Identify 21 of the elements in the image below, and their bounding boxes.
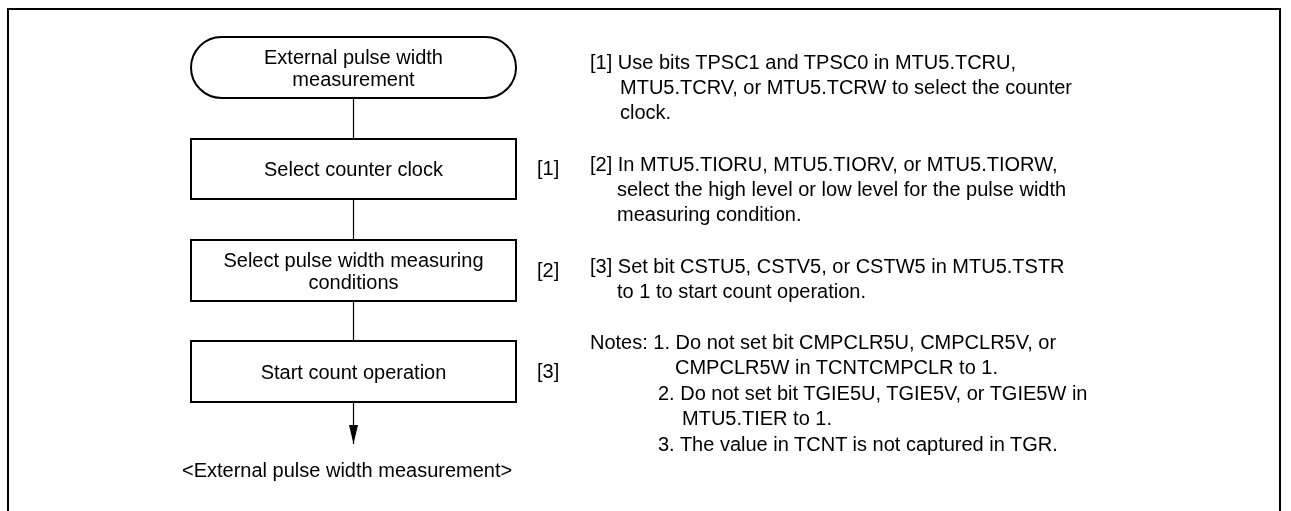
- note-text: 2. Do not set bit TGIE5U, TGIE5V, or TGIE5W in MTU5.TIER to 1.: [658, 381, 1089, 431]
- node-text: Select pulse width measuring conditions: [222, 248, 485, 293]
- step-number: [3]: [537, 359, 560, 383]
- figure-caption: <External pulse width measurement>: [182, 459, 513, 482]
- connector-line: [352, 301, 355, 341]
- process-box: [190, 138, 517, 200]
- node-text: Start count operation: [260, 360, 447, 383]
- node-text: External pulse width measurement: [263, 45, 444, 90]
- step-number: [1]: [537, 157, 560, 180]
- note-text: Notes: 1. Do not set bit CMPCLR5U, CMPCLR5V, or CMPCLR5W in TCNTCMPCLR to 1.: [590, 330, 1058, 380]
- process-box: [190, 239, 517, 302]
- arrow: [349, 402, 358, 445]
- step-number: [2]: [537, 258, 560, 282]
- connector-line: [352, 199, 355, 240]
- step-description: [3] Set bit CSTU5, CSTV5, or CSTW5 in MTU5.TSTR to 1 to start count operation.: [590, 254, 1066, 304]
- node-text: Select counter clock: [264, 158, 443, 180]
- note-text: 3. The value in TCNT is not captured in TGR.: [658, 432, 1059, 457]
- process-box: [190, 340, 517, 403]
- connector-line: [352, 98, 355, 139]
- step-description: [1] Use bits TPSC1 and TPSC0 in MTU5.TCRU, MTU5.TCRV, or MTU5.TCRW to select the counter clock.: [590, 50, 1073, 125]
- step-description: [2] In MTU5.TIORU, MTU5.TIORV, or MTU5.TIORW, select the high level or low level for the pulse width measuring condition.: [590, 152, 1068, 227]
